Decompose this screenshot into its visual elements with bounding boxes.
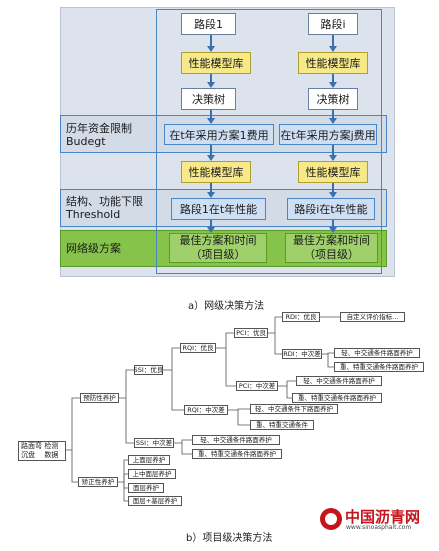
node-rdi-good: RDI：优良 bbox=[282, 312, 320, 322]
lane1-perf-box: 路段1在t年性能 bbox=[171, 198, 266, 220]
node-leaf-2: 重、特重交通条件路面养护 bbox=[334, 362, 424, 372]
caption-a: a）网级决策方法 bbox=[188, 301, 265, 312]
node-leaf-8: 重、特重交通条件路面养护 bbox=[192, 449, 282, 459]
node-rqi-mid: RQI：中次差 bbox=[184, 405, 228, 415]
lane2-best-box: 最佳方案和时间 （项目级） bbox=[285, 233, 378, 263]
node-corrective-4: 面层+基层养护 bbox=[128, 496, 182, 506]
network-label: 网络级方案 bbox=[66, 242, 121, 255]
tree-root-node: 路面弯沉盘检测数据 bbox=[18, 441, 66, 461]
lane2-road-box: 路段i bbox=[308, 13, 358, 35]
lane2-plan-box: 在t年采用方案j费用 bbox=[279, 124, 377, 145]
budget-label: 历年资金限制 Budegt bbox=[66, 122, 132, 148]
node-ssi-mid: SSI：中次差 bbox=[134, 438, 174, 448]
node-ssi-good: SSI：优良 bbox=[133, 365, 164, 375]
watermark-name: 中国沥青网 bbox=[345, 508, 421, 526]
lane1-model-box: 性能模型库 bbox=[181, 52, 251, 74]
node-rqi-good: RQI：优良 bbox=[180, 343, 216, 353]
node-leaf-6: 重、特重交通条件 bbox=[250, 420, 314, 430]
watermark-url: www.sinoasphalt.com bbox=[346, 524, 412, 531]
node-leaf-3: 轻、中交通条件路面养护 bbox=[296, 376, 382, 386]
lane1-tree-box: 决策树 bbox=[181, 88, 236, 110]
caption-b: b）项目级决策方法 bbox=[186, 533, 273, 544]
lane1-best-box: 最佳方案和时间 （项目级） bbox=[169, 233, 267, 263]
lane2-model-box: 性能模型库 bbox=[298, 52, 368, 74]
watermark-logo-icon bbox=[320, 508, 342, 530]
node-custom-index: 自定义评价指标... bbox=[340, 312, 405, 322]
node-preventive: 预防性养护 bbox=[80, 393, 119, 403]
node-rdi-mid: RDI：中次差 bbox=[282, 349, 322, 359]
lane2-tree-box: 决策树 bbox=[308, 88, 358, 110]
node-corrective: 矫正性养护 bbox=[78, 477, 118, 487]
road-lanes-frame bbox=[156, 9, 382, 274]
node-pci-good: PCI：优良 bbox=[234, 328, 268, 338]
threshold-label: 结构、功能下限 Threshold bbox=[66, 195, 143, 221]
node-leaf-5: 轻、中交通条件下路面养护 bbox=[250, 404, 338, 414]
node-leaf-7: 轻、中交通条件路面养护 bbox=[192, 435, 280, 445]
node-leaf-4: 重、特重交通条件路面养护 bbox=[292, 393, 382, 403]
lane1-plan-box: 在t年采用方案1费用 bbox=[164, 124, 274, 145]
lane2-perf-box: 路段i在t年性能 bbox=[287, 198, 375, 220]
lane1-model2-box: 性能模型库 bbox=[181, 161, 251, 183]
node-leaf-1: 轻、中交通条件路面养护 bbox=[334, 348, 420, 358]
lane1-road-box: 路段1 bbox=[181, 13, 236, 35]
lane2-model2-box: 性能模型库 bbox=[298, 161, 368, 183]
node-corrective-2: 上中面层养护 bbox=[128, 469, 176, 479]
node-pci-mid: PCI：中次差 bbox=[236, 381, 278, 391]
node-corrective-3: 面层养护 bbox=[128, 483, 164, 493]
node-corrective-1: 上面层养护 bbox=[128, 455, 170, 465]
